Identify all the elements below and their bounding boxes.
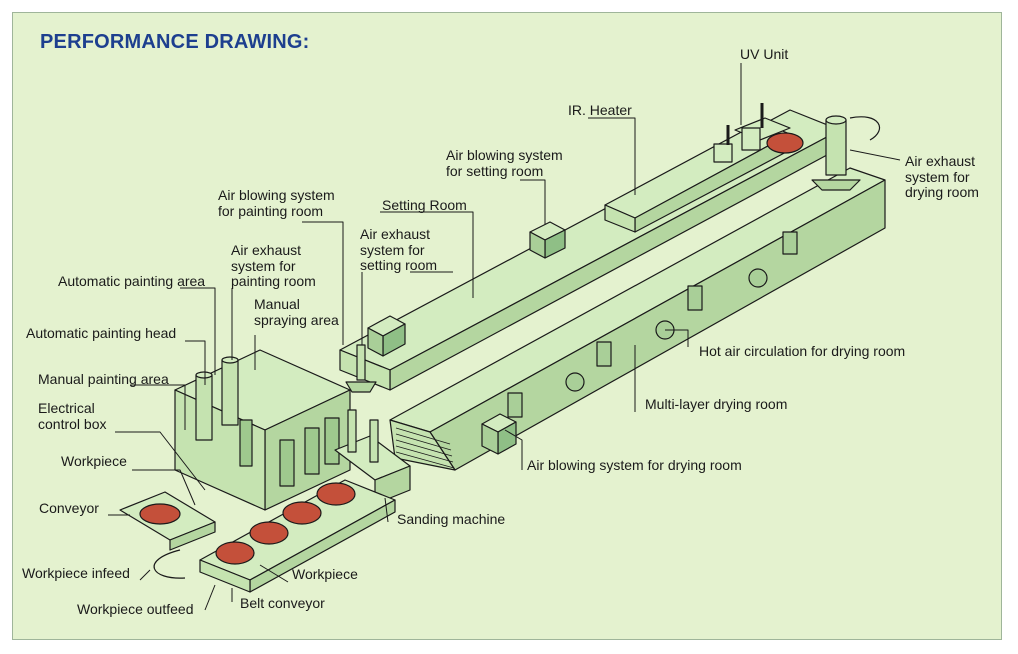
label-air-exhaust-painting: Air exhaust system for painting room [231,242,316,289]
label-manual-spraying-area: Manual spraying area [254,296,339,328]
painting-stacks [195,356,239,441]
label-air-blowing-setting: Air blowing system for setting room [446,147,563,179]
air-blowing-painting-box [367,315,406,357]
label-workpiece-left: Workpiece [61,453,127,469]
label-hot-air-circulation: Hot air circulation for drying room [699,343,906,359]
page-title: PERFORMANCE DRAWING: [40,31,310,53]
label-setting-room: Setting Room [382,197,467,213]
belt-conveyor [153,479,396,593]
label-ir-heater: IR. Heater [568,102,632,118]
label-air-exhaust-drying: Air exhaust system for drying room [905,153,979,200]
hot-air-fans [507,231,798,418]
uv-unit [713,103,804,163]
sanding-machine [334,409,411,505]
label-conveyor: Conveyor [39,500,99,516]
label-electrical-control-box: Electrical control box [38,400,107,432]
air-blowing-setting-box [529,221,566,259]
air-blowing-drying-box [481,413,517,455]
label-workpiece-belt: Workpiece [292,566,358,582]
label-multi-layer-drying: Multi-layer drying room [645,396,788,412]
label-belt-conveyor: Belt conveyor [240,595,325,611]
label-automatic-painting-head: Automatic painting head [26,325,177,341]
label-workpiece-outfeed: Workpiece outfeed [77,601,194,617]
label-air-blowing-painting: Air blowing system for painting room [218,187,335,219]
left-conveyor [119,491,216,551]
leader-lines [108,63,901,611]
label-air-blowing-drying: Air blowing system for drying room [527,457,742,473]
label-manual-painting-area: Manual painting area [38,371,169,387]
label-workpiece-infeed: Workpiece infeed [22,565,130,581]
label-air-exhaust-setting: Air exhaust system for setting room [360,226,438,273]
label-sanding-machine: Sanding machine [397,511,506,527]
label-automatic-painting-area: Automatic painting area [58,273,206,289]
air-exhaust-drying-stack [811,115,881,191]
air-exhaust-setting-stack [345,344,377,393]
label-uv-unit: UV Unit [740,46,789,62]
